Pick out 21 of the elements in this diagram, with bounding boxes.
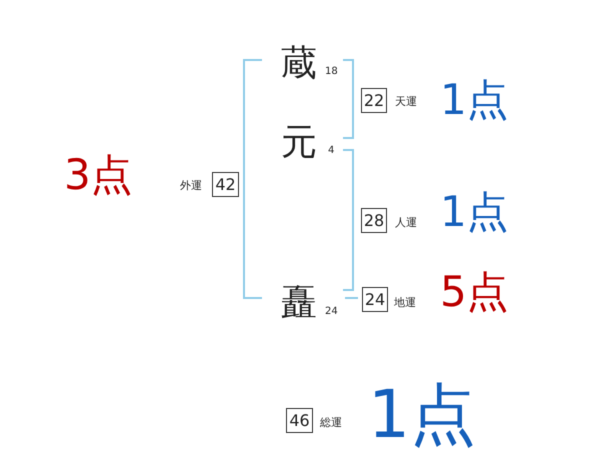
score-text: 1点: [440, 191, 509, 233]
stroke-count: 24: [325, 307, 338, 317]
luck-label: 地運: [394, 297, 416, 308]
luck-label: 人運: [395, 217, 417, 228]
stroke-total-box: 22: [361, 88, 387, 113]
stroke-count: 18: [325, 67, 338, 77]
score-text: 1点: [368, 382, 476, 448]
score-text: 1点: [440, 79, 509, 121]
score-text: 3点: [64, 154, 133, 196]
luck-label: 天運: [395, 96, 417, 107]
name-character: 蔵: [281, 46, 317, 82]
stroke-total-box: 46: [286, 408, 313, 433]
stroke-total-box: 24: [362, 287, 388, 312]
score-text: 5点: [440, 271, 509, 313]
stroke-count: 4: [328, 146, 334, 156]
stroke-total-box: 28: [361, 208, 387, 233]
name-character: 元: [281, 125, 317, 161]
name-character: 矗: [281, 285, 317, 321]
luck-label: 総運: [320, 417, 342, 428]
luck-label: 外運: [180, 180, 202, 191]
stroke-total-box: 42: [212, 172, 239, 197]
